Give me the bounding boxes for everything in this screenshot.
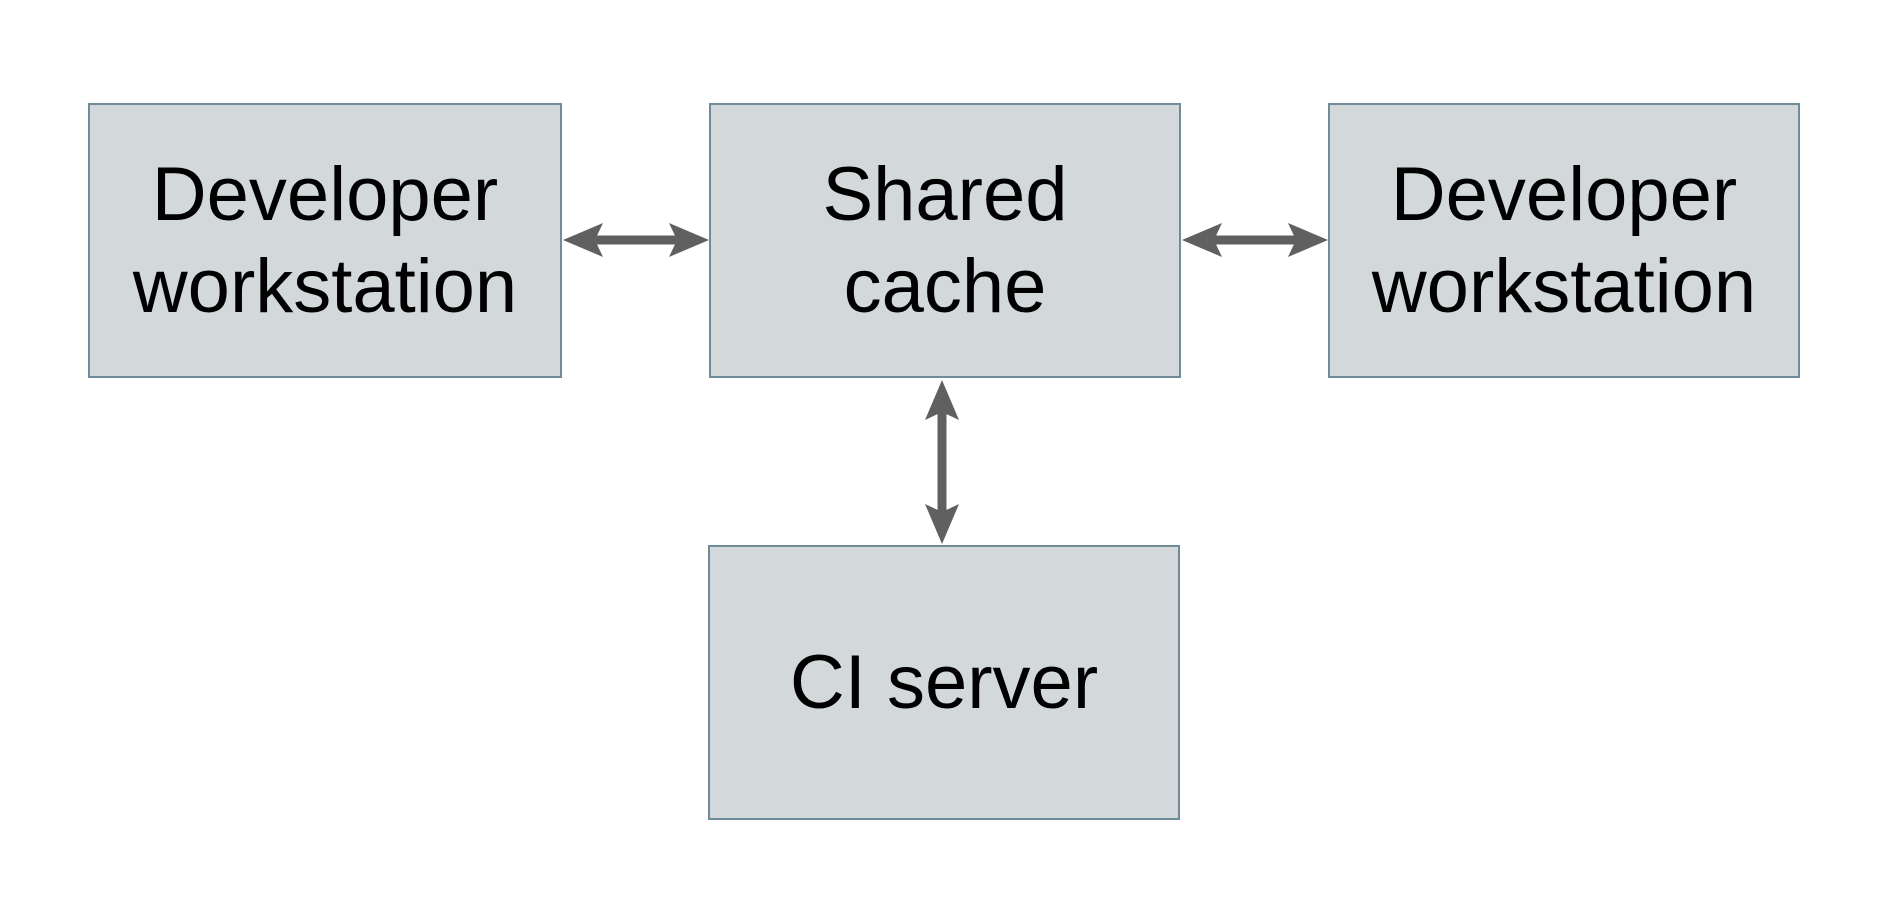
- node-shared-cache-label: Shared cache: [822, 149, 1067, 331]
- label-line: CI server: [789, 639, 1099, 725]
- node-developer-workstation-right: Developer workstation: [1328, 103, 1800, 378]
- bidirectional-arrow-cache-devright: [1182, 223, 1328, 257]
- label-line: workstation: [132, 243, 518, 329]
- node-developer-workstation-left: Developer workstation: [88, 103, 562, 378]
- node-ci-server-label: CI server: [790, 637, 1098, 728]
- node-ci-server: CI server: [708, 545, 1180, 820]
- label-line: Developer: [1390, 152, 1738, 238]
- node-developer-workstation-right-label: Developer workstation: [1372, 149, 1756, 331]
- label-line: Developer: [151, 152, 499, 238]
- node-developer-workstation-left-label: Developer workstation: [133, 149, 517, 331]
- node-shared-cache: Shared cache: [709, 103, 1181, 378]
- label-line: workstation: [1371, 243, 1757, 329]
- bidirectional-arrow-devleft-cache: [563, 223, 709, 257]
- label-line: Shared: [822, 152, 1068, 238]
- bidirectional-arrow-cache-ci: [925, 380, 959, 544]
- label-line: cache: [843, 243, 1047, 329]
